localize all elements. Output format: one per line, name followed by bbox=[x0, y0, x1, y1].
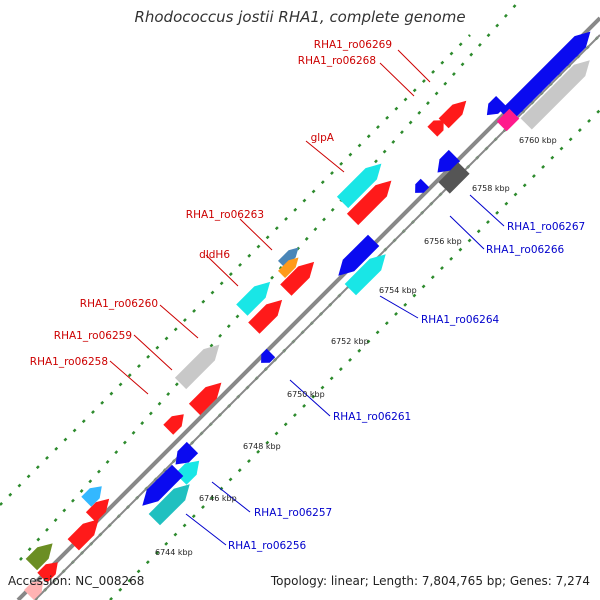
genome-summary-text: Topology: linear; Length: 7,804,765 bp; … bbox=[270, 574, 590, 588]
kbp-label: 6746 kbp bbox=[199, 494, 237, 503]
gene-ro06263-b bbox=[278, 257, 299, 278]
kbp-label: 6750 kbp bbox=[287, 390, 325, 399]
gene-left-skyblue bbox=[81, 486, 102, 507]
leader-line-bottom bbox=[449, 215, 485, 250]
gene-label-top: RHA1_ro06258 bbox=[30, 356, 108, 368]
gene-left-red-c bbox=[37, 562, 58, 583]
gene-ro06263-a bbox=[278, 247, 299, 268]
gene-ro06256-b bbox=[148, 484, 190, 526]
map-title: Rhodococcus jostii RHA1, complete genome bbox=[134, 8, 466, 26]
tick-row bbox=[0, 34, 471, 506]
leader-line-top bbox=[305, 140, 345, 173]
leader-line-bottom bbox=[469, 194, 505, 227]
gene-ro06256-a bbox=[142, 464, 184, 506]
gene-label-top: glpA bbox=[311, 132, 335, 144]
gene-left-pink bbox=[24, 580, 44, 600]
gene-ro06260 bbox=[248, 299, 283, 334]
leader-line-top bbox=[133, 334, 173, 371]
kbp-label: 6748 kbp bbox=[243, 442, 281, 451]
gene-label-top: RHA1_ro06269 bbox=[314, 39, 392, 51]
gene-right-gray-long bbox=[520, 60, 590, 130]
gene-magenta bbox=[496, 108, 520, 132]
gene-dldH6-cyan bbox=[236, 281, 271, 316]
gene-glpA-red bbox=[346, 180, 392, 226]
gene-olive bbox=[25, 543, 53, 571]
gene-left-red-b bbox=[67, 519, 99, 551]
gene-right-blue-long bbox=[499, 31, 591, 123]
gene-ro06269 bbox=[438, 100, 467, 129]
kbp-label: 6758 kbp bbox=[472, 184, 510, 193]
gene-ro06266 bbox=[438, 162, 470, 194]
gene-ro06267-b bbox=[437, 149, 461, 173]
kbp-label: 6754 kbp bbox=[379, 286, 417, 295]
gene-ro06266-small bbox=[415, 178, 430, 193]
gene-label-top: RHA1_ro06268 bbox=[298, 55, 376, 67]
gene-ro06258-a bbox=[188, 382, 222, 416]
scale-labels: 6744 kbp 6746 kbp 6748 kbp 6750 kbp 6752 kbp… bbox=[155, 136, 557, 557]
leader-line-bottom bbox=[289, 379, 331, 417]
leader-line-top bbox=[397, 49, 431, 83]
gene-ro06257-b bbox=[175, 460, 200, 485]
kbp-label: 6752 kbp bbox=[331, 337, 369, 346]
label-leaders bbox=[109, 49, 505, 546]
gene-ro06264-a bbox=[338, 234, 380, 276]
gene-ro06258-b bbox=[163, 414, 184, 435]
kbp-label: 6756 kbp bbox=[424, 237, 462, 246]
gene-label-top: RHA1_ro06259 bbox=[54, 330, 132, 342]
gene-ro06261 bbox=[261, 348, 276, 363]
gene-label-bottom: RHA1_ro06261 bbox=[333, 411, 411, 423]
gene-dldH6-red bbox=[280, 261, 315, 296]
leader-line-bottom bbox=[379, 295, 419, 319]
leader-line-bottom bbox=[211, 481, 251, 513]
kbp-label: 6760 kbp bbox=[519, 136, 557, 145]
tick-row bbox=[19, 0, 521, 561]
gene-label-bottom: RHA1_ro06256 bbox=[228, 540, 307, 552]
gene-label-top: RHA1_ro06260 bbox=[80, 298, 158, 310]
gene-label-bottom: RHA1_ro06266 bbox=[486, 244, 565, 256]
leader-line-top bbox=[379, 62, 415, 97]
backbone-line bbox=[16, 16, 600, 600]
leader-line-top bbox=[239, 218, 273, 251]
gene-ro06267-a bbox=[486, 96, 506, 116]
gene-label-bottom: RHA1_ro06264 bbox=[421, 314, 500, 326]
gene-ro06257-a bbox=[175, 441, 199, 465]
gene-label-top: RHA1_ro06263 bbox=[186, 209, 264, 221]
leader-line-bottom bbox=[185, 513, 227, 546]
leader-line-top bbox=[159, 304, 199, 339]
gene-label-bottom: RHA1_ro06267 bbox=[507, 221, 585, 233]
gene-left-red-a bbox=[85, 498, 110, 523]
gene-features bbox=[24, 31, 591, 600]
gene-ro06259 bbox=[174, 344, 220, 390]
leader-line-top bbox=[205, 254, 239, 287]
gene-label-bottom: RHA1_ro06257 bbox=[254, 507, 332, 519]
gene-glpA-cyan bbox=[336, 163, 382, 209]
gene-ro06264-b bbox=[344, 254, 386, 296]
gene-ro06268 bbox=[427, 120, 444, 137]
leader-line-top bbox=[109, 360, 149, 395]
gene-label-top: dldH6 bbox=[199, 249, 230, 261]
accession-text: Accession: NC_008268 bbox=[8, 574, 145, 588]
kbp-label: 6744 kbp bbox=[155, 548, 193, 557]
